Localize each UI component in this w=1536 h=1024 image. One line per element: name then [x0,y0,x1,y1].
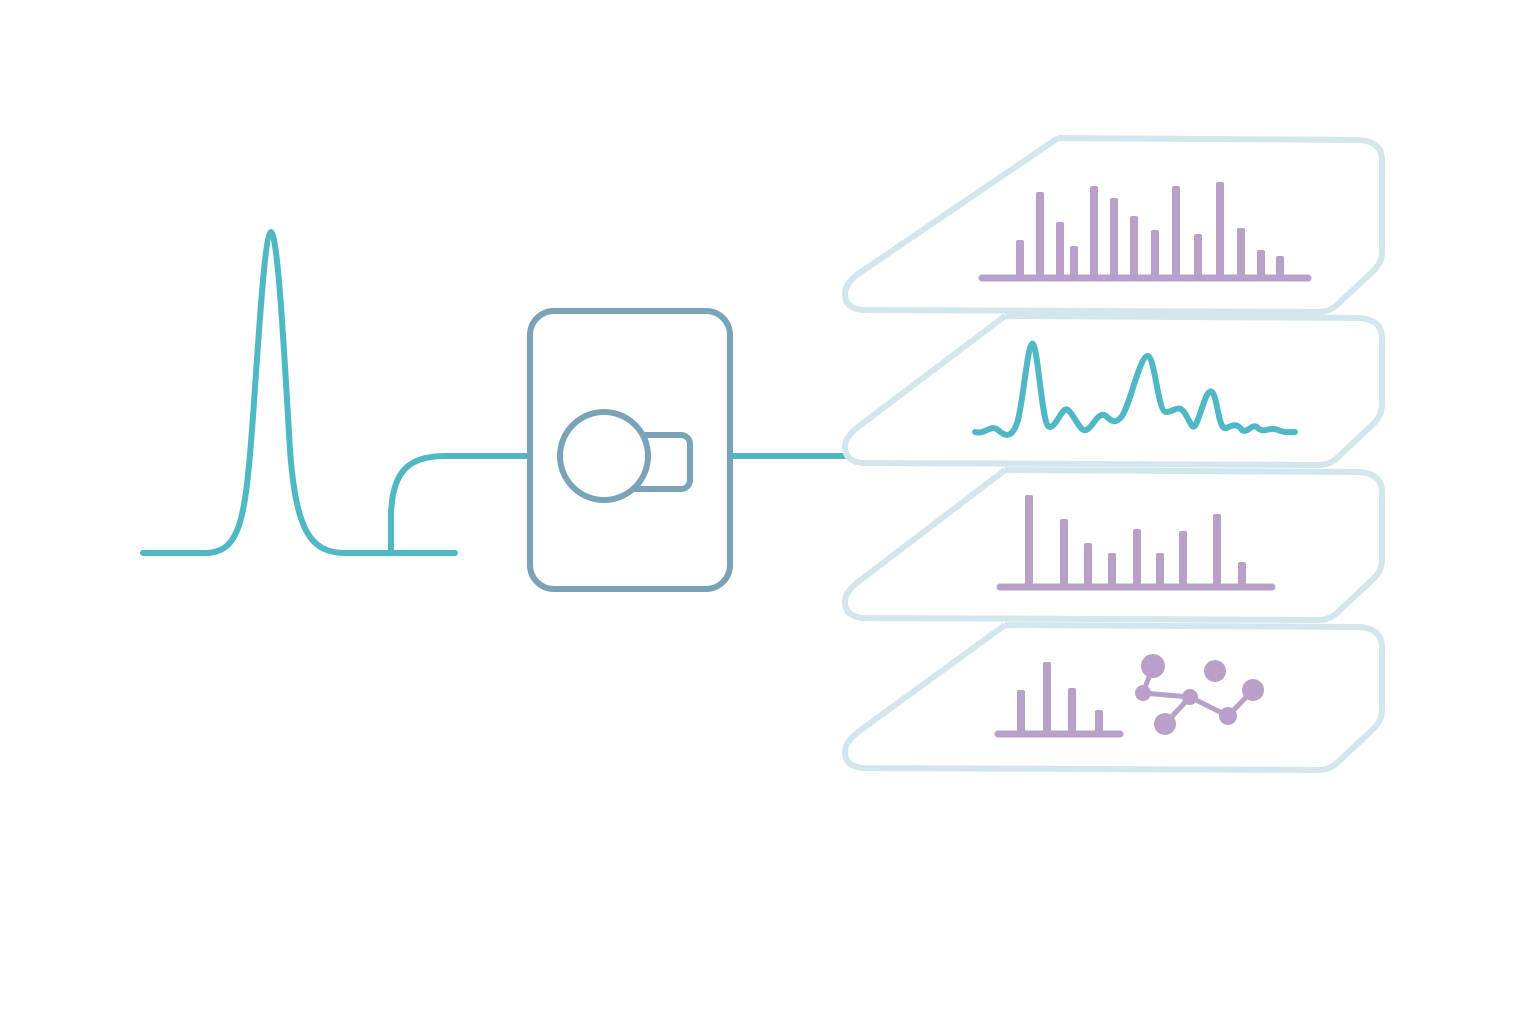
spectrum-4-bar [1068,688,1076,734]
detector-box [527,308,733,592]
molecule-atom [1135,685,1151,701]
spectrum-3-bar [1213,514,1221,587]
spectrum-3-bar [1133,529,1141,587]
spectrum-1-bar [1056,222,1064,278]
spectrum-1-bar [1070,246,1078,278]
molecule-atom [1242,679,1264,701]
spectrum-4-bar [1017,690,1025,734]
spectrum-1-bar [1172,186,1180,278]
output-layers [842,135,1385,773]
molecule-atom [1219,707,1237,725]
layer-panel-2 [842,313,1385,468]
chromatogram-peak-icon [140,229,533,556]
spectrum-1-bar [1276,256,1284,278]
spectrum-3-bar [1238,562,1246,587]
detector-icon [527,308,733,592]
spectrum-3-bar [1060,519,1068,587]
spectrum-3-bar [1179,531,1187,587]
spectrum-1-bar [1036,192,1044,278]
spectrum-1-bar [1194,234,1202,278]
spectrum-1-bar [1110,198,1118,278]
peak-connector [388,453,533,556]
spectrum-3-bar [1108,553,1116,587]
spectrum-1-bar [1130,216,1138,278]
spectrum-1-bar [1090,186,1098,278]
molecule-atom [1154,713,1176,735]
spectrum-1-bar [1237,228,1245,278]
spectrum-1-bar [1016,240,1024,278]
spectrum-1-bar [1151,230,1159,278]
spectrum-3-bar [1025,495,1033,587]
peak-curve [140,229,458,556]
spectrum-4-bar [1095,710,1103,734]
molecule-atom [1182,689,1198,705]
molecule-atom [1141,654,1165,678]
spectrum-4-bar [1043,662,1051,734]
molecule-atom [1204,660,1226,682]
detector-lens [557,409,651,503]
layer-panel-3 [842,467,1385,623]
wave-spectrum [972,340,1298,438]
spectrum-1-bar [1257,250,1265,278]
layer-panel-4 [842,622,1385,773]
spectrum-3-bar [1156,553,1164,587]
spectrum-1-bar [1216,182,1224,278]
spectrum-3-bar [1084,543,1092,587]
